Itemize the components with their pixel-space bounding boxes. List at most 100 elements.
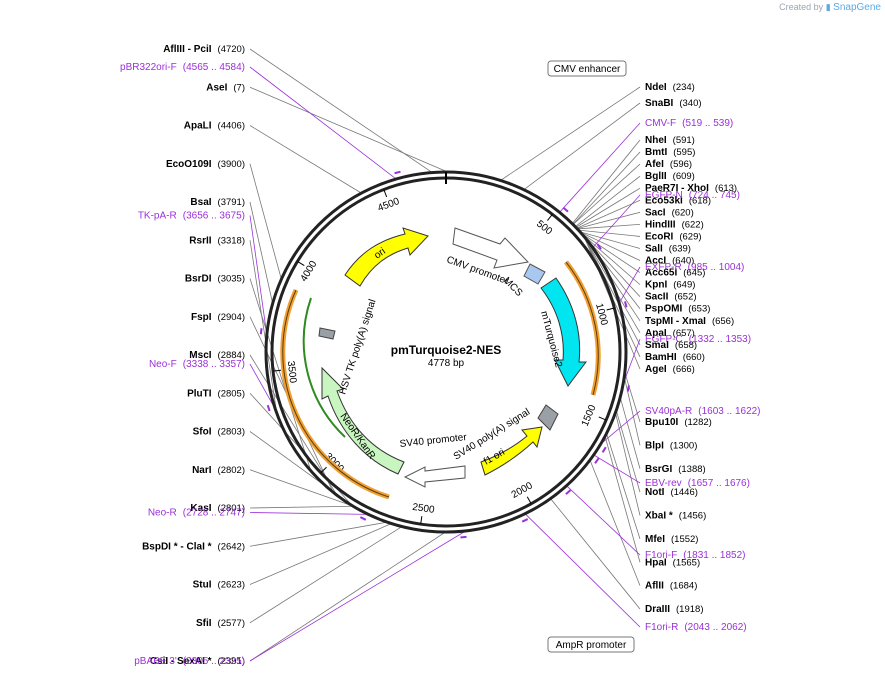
primer-label[interactable]: EGFP-N(724 .. 745) [645,190,740,201]
primer-range: (2043 .. 2062) [684,622,746,633]
enzyme-label[interactable]: NotI(1446) [645,487,698,498]
enzyme-label[interactable]: PspOMI(653) [645,304,710,315]
leader-line [575,187,641,228]
enzyme-label[interactable]: EcoRI(629) [645,231,702,242]
cmv-enhancer-box [547,60,627,77]
enzyme-label[interactable]: SalI(639) [645,243,691,254]
sv40-polya-box[interactable] [537,404,559,431]
enzyme-label[interactable]: PaeR7I - XhoI(613) [645,183,737,194]
enzyme-label[interactable]: BsrGI(1388) [645,464,706,475]
primer-mark [394,170,401,175]
enzyme-label[interactable]: BlpI(1300) [645,440,697,451]
enzyme-label[interactable]: AflII(1684) [645,581,697,592]
enzyme-name: EcoRI [645,231,674,242]
primer-range: (1603 .. 1622) [698,406,760,417]
enzyme-label[interactable]: EcoO109I(3900) [166,159,245,170]
primer-range: (2305 .. 2325) [183,656,245,667]
primer-mark [565,489,572,495]
leader-line [249,512,369,515]
enzyme-label[interactable]: ApaLI(4406) [184,121,245,132]
primer-label[interactable]: EBV-rev(1657 .. 1676) [645,478,750,489]
enzyme-name: AflIII - PciI [163,44,212,55]
mturquoise2-arrow[interactable] [540,277,587,387]
enzyme-label[interactable]: HindIII(622) [645,219,704,230]
enzyme-label[interactable]: SfiI(2577) [196,618,245,629]
enzyme-label[interactable]: HpaI(1565) [645,557,700,568]
primer-label[interactable]: pBR322ori-F(4565 .. 4584) [120,62,245,73]
enzyme-label[interactable]: Eco53kI(618) [645,195,711,206]
primer-label[interactable]: TK-pA-R(3656 .. 3675) [138,211,245,222]
svg-text:AccI(640): AccI(640) [645,256,694,267]
neor-kanr-arrow[interactable] [321,366,405,475]
svg-text:PaeR7I - XhoI(613): PaeR7I - XhoI(613) [645,183,737,194]
svg-text:SnaBI(340): SnaBI(340) [645,98,702,109]
enzyme-label[interactable]: AseI(7) [206,82,245,93]
primer-label[interactable]: EGFP-C(1332 .. 1353) [645,334,751,345]
enzyme-label[interactable]: FspI(2904) [191,312,245,323]
enzyme-label[interactable]: SfoI(2803) [193,427,245,438]
enzyme-label[interactable]: AgeI(666) [645,364,695,375]
svg-text:EXFP-R(985 .. 1004): EXFP-R(985 .. 1004) [645,262,744,273]
leader-line [249,505,354,509]
enzyme-label[interactable]: BamHI(660) [645,352,705,363]
svg-text:SV40pA-R(1603 .. 1622): SV40pA-R(1603 .. 1622) [645,406,761,417]
enzyme-position: (1388) [678,464,705,475]
enzyme-label[interactable]: XbaI *(1456) [645,511,706,522]
enzyme-label[interactable]: NarI(2802) [192,465,245,476]
enzyme-label[interactable]: BspDI * - ClaI *(2642) [142,541,245,552]
enzyme-label[interactable]: PluTI(2805) [187,388,245,399]
svg-text:HpaI(1565): HpaI(1565) [645,557,700,568]
enzyme-label[interactable]: SacII(652) [645,292,697,303]
enzyme-label[interactable]: ApaI(657) [645,328,695,339]
primer-label[interactable]: Neo-F(3338 .. 3357) [149,359,245,370]
tick-label: 2500 [412,502,436,516]
enzyme-label[interactable]: BglII(609) [645,171,695,182]
enzyme-label[interactable]: NheI(591) [645,135,695,146]
primer-label[interactable]: EXFP-R(985 .. 1004) [645,262,744,273]
leader-line [593,454,641,484]
enzyme-label[interactable]: KasI(2801) [190,503,245,514]
primer-label[interactable]: Neo-R(2728 .. 2747) [148,508,245,519]
enzyme-label[interactable]: CsiI - SexAI *(2391) [150,656,245,667]
ori-arrow[interactable] [344,227,429,287]
mcs-box[interactable] [523,263,546,285]
enzyme-name: BglII [645,171,667,182]
leader-line [606,433,641,539]
enzyme-label[interactable]: MscI(2884) [189,350,245,361]
sv40-promoter-arrow[interactable] [403,465,466,488]
enzyme-label[interactable]: SnaBI(340) [645,98,702,109]
enzyme-label[interactable]: SmaI(658) [645,340,697,351]
enzyme-label[interactable]: StuI(2623) [193,580,245,591]
svg-text:EcoRI(629): EcoRI(629) [645,231,702,242]
primer-name: Neo-R [148,508,177,519]
enzyme-label[interactable]: BmtI(595) [645,147,695,158]
primer-label[interactable]: F1ori-F(1831 .. 1852) [645,550,746,561]
svg-text:CsiI - SexAI *(2391): CsiI - SexAI *(2391) [150,656,245,667]
f1-ori-arrow[interactable] [480,426,543,476]
enzyme-label[interactable]: BsrDI(3035) [185,274,245,285]
enzyme-label[interactable]: MfeI(1552) [645,534,698,545]
primer-label[interactable]: F1ori-R(2043 .. 2062) [645,622,747,633]
enzyme-label[interactable]: SacI(620) [645,207,694,218]
enzyme-label[interactable]: AfeI(596) [645,159,692,170]
enzyme-label[interactable]: AflIII - PciI(4720) [163,44,245,55]
enzyme-label[interactable]: BsaI(3791) [190,197,245,208]
enzyme-label[interactable]: AccI(640) [645,256,694,267]
enzyme-label[interactable]: DraIII(1918) [645,604,703,615]
primer-name: Neo-F [149,359,177,370]
enzyme-label[interactable]: Acc65I(645) [645,268,705,279]
primer-label[interactable]: CMV-F(519 .. 539) [645,118,733,129]
enzyme-label[interactable]: TspMI - XmaI(656) [645,316,734,327]
svg-text:AfeI(596): AfeI(596) [645,159,692,170]
enzyme-name: MfeI [645,534,665,545]
cmv-promoter-arrow[interactable] [452,227,530,269]
svg-text:pBR322ori-F(4565 .. 4584): pBR322ori-F(4565 .. 4584) [120,62,245,73]
enzyme-label[interactable]: Bpu10I(1282) [645,417,712,428]
enzyme-label[interactable]: KpnI(649) [645,280,695,291]
enzyme-label[interactable]: NdeI(234) [645,82,695,93]
enzyme-label[interactable]: RsrII(3318) [189,235,245,246]
hsv-tk-polya-box[interactable] [318,327,336,340]
primer-label[interactable]: pBABE 3'(2305 .. 2325) [134,656,245,667]
enzyme-position: (652) [674,292,696,303]
primer-label[interactable]: SV40pA-R(1603 .. 1622) [645,406,761,417]
